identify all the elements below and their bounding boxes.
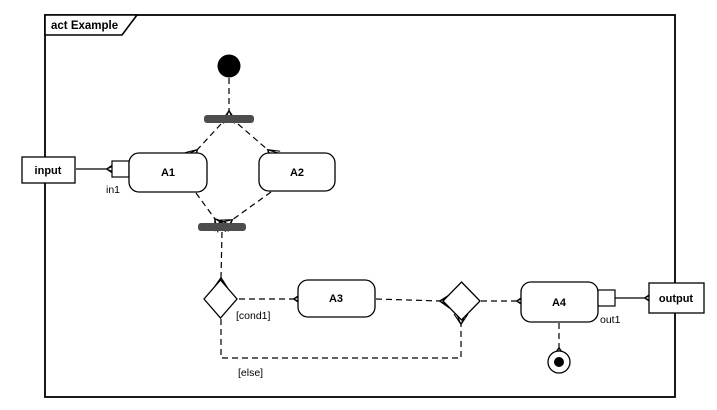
decision-node[interactable]: [203, 279, 238, 319]
activity-node-a4[interactable]: A4 out1: [520, 281, 621, 326]
frame-border: [44, 14, 676, 398]
pin-label-out1: out1: [600, 314, 621, 326]
activity-node-a3[interactable]: A3: [297, 279, 376, 318]
frame-title: act Example: [51, 20, 118, 32]
activity-node-a1[interactable]: A1 in1: [106, 152, 208, 196]
frame-title-tab: [44, 14, 139, 36]
output-pin-out1[interactable]: [597, 289, 616, 307]
a4-label: A4: [552, 297, 567, 309]
input-object-label: input: [35, 165, 62, 177]
merge-node[interactable]: [442, 281, 481, 321]
guard-label-else: [else]: [238, 367, 263, 379]
output-object-label: output: [659, 293, 694, 305]
a2-shape[interactable]: [258, 152, 336, 192]
object-node-output[interactable]: output: [648, 282, 705, 314]
final-node-inner-dot: [554, 357, 564, 367]
edge-fork-to-a2[interactable]: [237, 123, 282, 163]
a3-shape[interactable]: [297, 279, 376, 318]
activity-node-a2[interactable]: A2: [258, 152, 336, 192]
a2-label: A2: [290, 167, 304, 179]
pin-label-in1: in1: [106, 184, 120, 196]
edge-a3-to-merge[interactable]: [375, 293, 453, 309]
edge-fork-to-a1[interactable]: [184, 123, 222, 164]
activity-final-node[interactable]: [547, 350, 571, 374]
a1-label: A1: [161, 167, 175, 179]
edge-a1-to-join[interactable]: [195, 192, 228, 233]
initial-node[interactable]: [217, 54, 241, 78]
input-pin-in1[interactable]: [111, 160, 130, 178]
a3-label: A3: [329, 293, 343, 305]
edge-decision-else-to-merge[interactable]: [220, 311, 469, 359]
join-node[interactable]: [198, 223, 246, 231]
nodes: input A1 in1 A2 A3: [21, 54, 705, 374]
input-object-shape[interactable]: [21, 156, 76, 184]
edges: [cond1] [else]: [76, 78, 658, 379]
object-node-input[interactable]: input: [21, 156, 76, 184]
guard-label-cond1: [cond1]: [236, 310, 271, 322]
edge-a2-to-join[interactable]: [218, 191, 272, 233]
fork-node[interactable]: [204, 115, 254, 123]
frame: act Example: [44, 14, 676, 398]
edge-join-to-decision[interactable]: [213, 231, 229, 291]
output-object-shape[interactable]: [648, 282, 705, 314]
a1-shape[interactable]: [128, 152, 208, 193]
